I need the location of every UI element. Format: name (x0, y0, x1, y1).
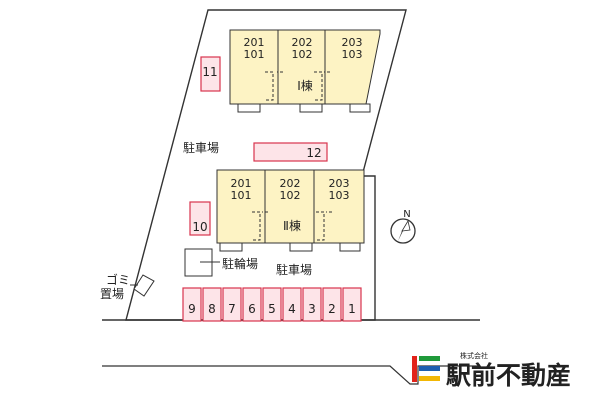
parking-slot-5: 5 (262, 287, 282, 322)
parking-slot-12: 12 (253, 142, 328, 162)
garbage-label-line1: ゴミ (106, 272, 130, 287)
parking-slot-label: 1 (348, 302, 356, 316)
parking-slot-label: 7 (228, 302, 236, 316)
b1-unit2-lower: 102 (292, 48, 313, 61)
company-logo-icon (412, 356, 440, 382)
parking-slot-4: 4 (282, 287, 302, 322)
parking-slot-10: 10 (189, 201, 211, 236)
bike-parking-label: 駐輪場 (222, 256, 258, 271)
b2-unit2-lower: 102 (280, 189, 301, 202)
parking-slot-label: 9 (188, 302, 196, 316)
building-2: 201 101 202 102 203 103 Ⅱ棟 (216, 169, 365, 252)
b1-unit1-lower: 101 (244, 48, 265, 61)
garbage-label-line2: 置場 (100, 287, 124, 301)
b1-unit1-upper: 201 (244, 36, 265, 49)
parking-label-upper: 駐車場 (183, 140, 219, 155)
b2-unit2-upper: 202 (280, 177, 301, 190)
parking-slot-label: 5 (268, 302, 276, 316)
building-1: 201 101 202 102 203 103 Ⅰ棟 (229, 29, 381, 113)
compass-north-label: N (403, 209, 410, 220)
parking-slot-7: 7 (222, 287, 242, 322)
b1-unit3-lower: 103 (342, 48, 363, 61)
b1-name: Ⅰ棟 (297, 78, 313, 93)
brand-company-type: 株式会社 (460, 351, 488, 360)
parking-slot-label: 8 (208, 302, 216, 316)
b1-unit2-upper: 202 (292, 36, 313, 49)
parking-slot-3: 3 (302, 287, 322, 322)
svg-text:12: 12 (306, 146, 321, 160)
parking-slot-label: 4 (288, 302, 296, 316)
parking-slot-8: 8 (202, 287, 222, 322)
b2-unit3-upper: 203 (329, 177, 350, 190)
svg-text:10: 10 (192, 220, 207, 234)
b2-unit3-lower: 103 (329, 189, 350, 202)
compass-icon: N (390, 209, 416, 244)
parking-slot-11: 11 (200, 56, 221, 92)
parking-slot-6: 6 (242, 287, 262, 322)
brand-name: 駅前不動産 (446, 361, 571, 390)
parking-slot-label: 2 (328, 302, 336, 316)
garbage-area: ゴミ 置場 (100, 272, 155, 301)
b2-name: Ⅱ棟 (283, 218, 301, 233)
parking-slot-2: 2 (322, 287, 342, 322)
b1-unit3-upper: 203 (342, 36, 363, 49)
b2-unit1-lower: 101 (231, 189, 252, 202)
parking-slot-label: 6 (248, 302, 256, 316)
parking-slot-1: 1 (342, 287, 362, 322)
svg-text:11: 11 (202, 65, 217, 79)
bike-parking: 駐輪場 (184, 248, 258, 277)
parking-slot-9: 9 (182, 287, 202, 322)
b2-unit1-upper: 201 (231, 177, 252, 190)
parking-slot-label: 3 (308, 302, 316, 316)
parking-label-lower: 駐車場 (276, 262, 312, 277)
